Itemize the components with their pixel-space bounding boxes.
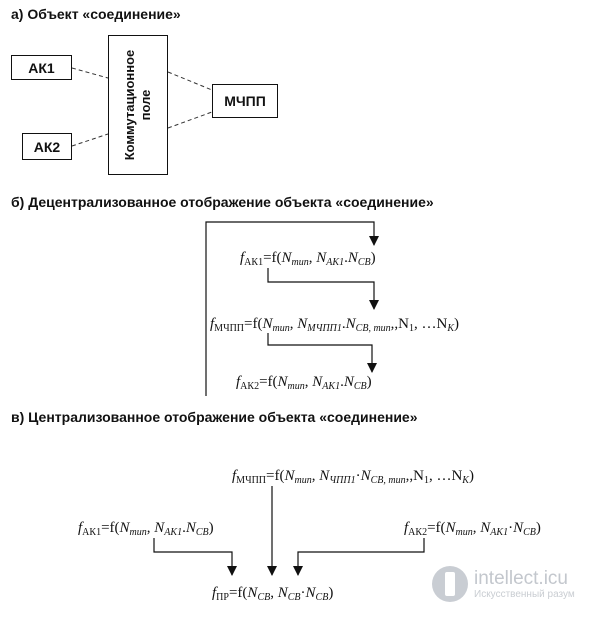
formula-c-ak1: fАК1=f(Nmun, NAK1.NCB) — [78, 520, 214, 538]
section-b-flow — [205, 221, 379, 396]
formula-b-mchpp: fМЧПП=f(Nmun, NМЧПП1.NCB, mun,,N1, …NK) — [210, 316, 460, 334]
formula-c-ak2: fАК2=f(Nmun, NAK1·NCB) — [404, 520, 541, 538]
box-switching-field: Коммутационное поле — [108, 35, 168, 175]
formula-c-mchpp: fМЧПП=f(Nmun, NЧПП1·NCB, mun,,N1, …NK) — [232, 468, 474, 486]
watermark-subtitle: Искусственный разум — [474, 588, 575, 600]
formula-b-ak2: fАК2=f(Nmun, NAK1.NCB) — [236, 374, 372, 392]
box-mchpp: МЧПП — [212, 84, 278, 118]
formula-b-ak1: fАК1=f(Nmun, NAK1.NCB) — [240, 250, 376, 268]
watermark-logo-icon — [432, 566, 468, 602]
heading-section-a: а) Объект «соединение» — [11, 6, 181, 22]
formula-c-pr: fПР=f(NCB, NCB·NCB) — [212, 585, 334, 603]
heading-section-c: в) Централизованное отображение объекта … — [11, 409, 418, 425]
box-ak2: АК2 — [22, 133, 72, 160]
watermark-title: intellect.icu — [474, 567, 568, 589]
dashed-links — [71, 67, 213, 147]
switching-field-label: Коммутационное поле — [122, 49, 153, 161]
watermark: intellect.icu Искусственный разум — [432, 566, 575, 602]
heading-section-b: б) Децентрализованное отображение объект… — [11, 194, 434, 210]
box-ak1: АК1 — [11, 55, 72, 80]
section-c-flow — [153, 486, 425, 576]
